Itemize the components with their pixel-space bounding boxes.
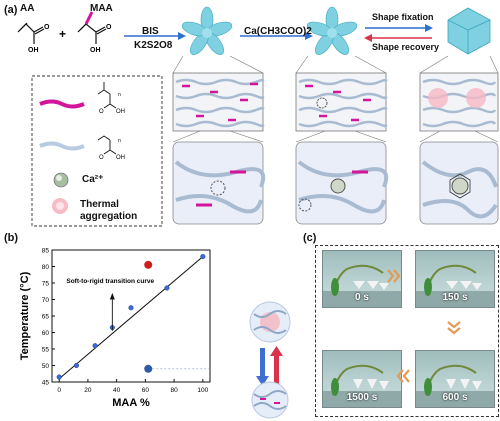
svg-text:n: n [118, 138, 121, 144]
y-tick-label: 75 [42, 281, 50, 288]
panel-a-detail-boxes: OH O OH O n n [31, 75, 499, 227]
magenta-chain-icon [39, 99, 85, 109]
shape-recovery-label: Shape recovery [372, 42, 440, 52]
detail-box-2 [295, 141, 389, 225]
y-tick-label: 80 [42, 264, 50, 271]
shape-fixation-label: Shape fixation [372, 12, 434, 22]
y-tick-label: 85 [42, 248, 50, 255]
monomer-maa-label: MAA [90, 3, 113, 14]
x-tick-label: 80 [170, 387, 178, 394]
panel-c-label: (c) [303, 232, 317, 244]
reagent-k2s2o8: K2S2O8 [134, 40, 173, 51]
svg-text:O: O [99, 155, 104, 161]
x-axis-label: MAA % [112, 397, 150, 409]
panel-a-schematic: O OH + O OH [17, 6, 499, 143]
data-point [200, 254, 206, 260]
svg-text:O: O [44, 24, 50, 31]
legend-label-calcium: Ca²⁺ [82, 174, 104, 185]
maa-structure-icon [77, 22, 107, 44]
photo-600s: 600 s [415, 350, 495, 408]
y-tick-label: 60 [42, 330, 50, 337]
photo-time-label: 1500 s [346, 392, 378, 403]
network-box-3 [419, 72, 499, 132]
photo-sequence-frame [315, 245, 499, 417]
chevron-right-icon [387, 269, 395, 283]
aa-structure-icon [17, 22, 45, 44]
detail-box-3 [419, 141, 499, 225]
plus-sign: + [59, 27, 66, 41]
x-tick-label: 60 [142, 387, 150, 394]
x-tick-label: 0 [57, 387, 61, 394]
data-point [128, 305, 134, 311]
reagent-bis: BIS [142, 26, 159, 37]
legend-label-thermal: Thermal aggregation [80, 199, 138, 222]
legend-box [31, 75, 163, 227]
svg-text:n: n [118, 92, 121, 98]
photo-time-label: 150 s [442, 292, 468, 303]
photo-0s: 0 s [322, 250, 402, 308]
x-tick-label: 40 [113, 387, 121, 394]
svg-text:OH: OH [116, 155, 125, 161]
monomer-aa-label: AA [20, 3, 35, 14]
reagent-calcium-acetate: Ca(CH3COO)2 [244, 26, 312, 37]
y-tick-label: 55 [42, 347, 50, 354]
svg-text:O: O [99, 109, 104, 115]
svg-text:OH: OH [28, 47, 39, 54]
state-marker [144, 260, 153, 269]
y-tick-label: 65 [42, 314, 50, 321]
chevron-down-icon [447, 321, 461, 329]
folded-flower-icon [447, 7, 491, 55]
panel-b-label: (b) [4, 232, 19, 244]
blue-chain-icon [39, 141, 85, 151]
chevron-left-icon [396, 369, 404, 383]
x-tick-label: 100 [197, 387, 208, 394]
panel-a-label: (a) [4, 4, 18, 16]
detail-box-1 [172, 141, 266, 225]
y-tick-label: 50 [42, 363, 50, 370]
annotation-label: Soft-to-rigid transition curve [66, 278, 154, 285]
data-point [92, 343, 98, 349]
x-tick-label: 20 [84, 387, 92, 394]
plot-frame [51, 249, 211, 383]
fit-line [58, 256, 204, 380]
svg-text:O: O [106, 24, 112, 31]
sequence-arrows [387, 269, 461, 383]
data-point [56, 374, 62, 380]
photo-time-label: 600 s [442, 392, 468, 403]
y-tick-label: 70 [42, 297, 50, 304]
photo-time-label: 0 s [355, 292, 369, 303]
annotation-arrowhead [109, 292, 115, 300]
data-point [73, 362, 79, 369]
transition-schematic [249, 301, 291, 419]
methyl-group-icon [84, 11, 94, 25]
svg-text:OH: OH [90, 47, 101, 54]
network-box-1 [172, 72, 265, 132]
network-box-2 [295, 72, 388, 132]
flower-shape-icon [306, 6, 358, 55]
photo-150s: 150 s [415, 250, 495, 308]
svg-text:OH: OH [116, 109, 125, 115]
y-axis-label: Temperature (°C) [19, 271, 31, 360]
photo-1500s: 1500 s [322, 350, 402, 408]
state-marker [144, 364, 153, 373]
flower-shape-icon [181, 6, 233, 55]
y-tick-label: 45 [42, 380, 50, 387]
data-point [164, 285, 170, 291]
